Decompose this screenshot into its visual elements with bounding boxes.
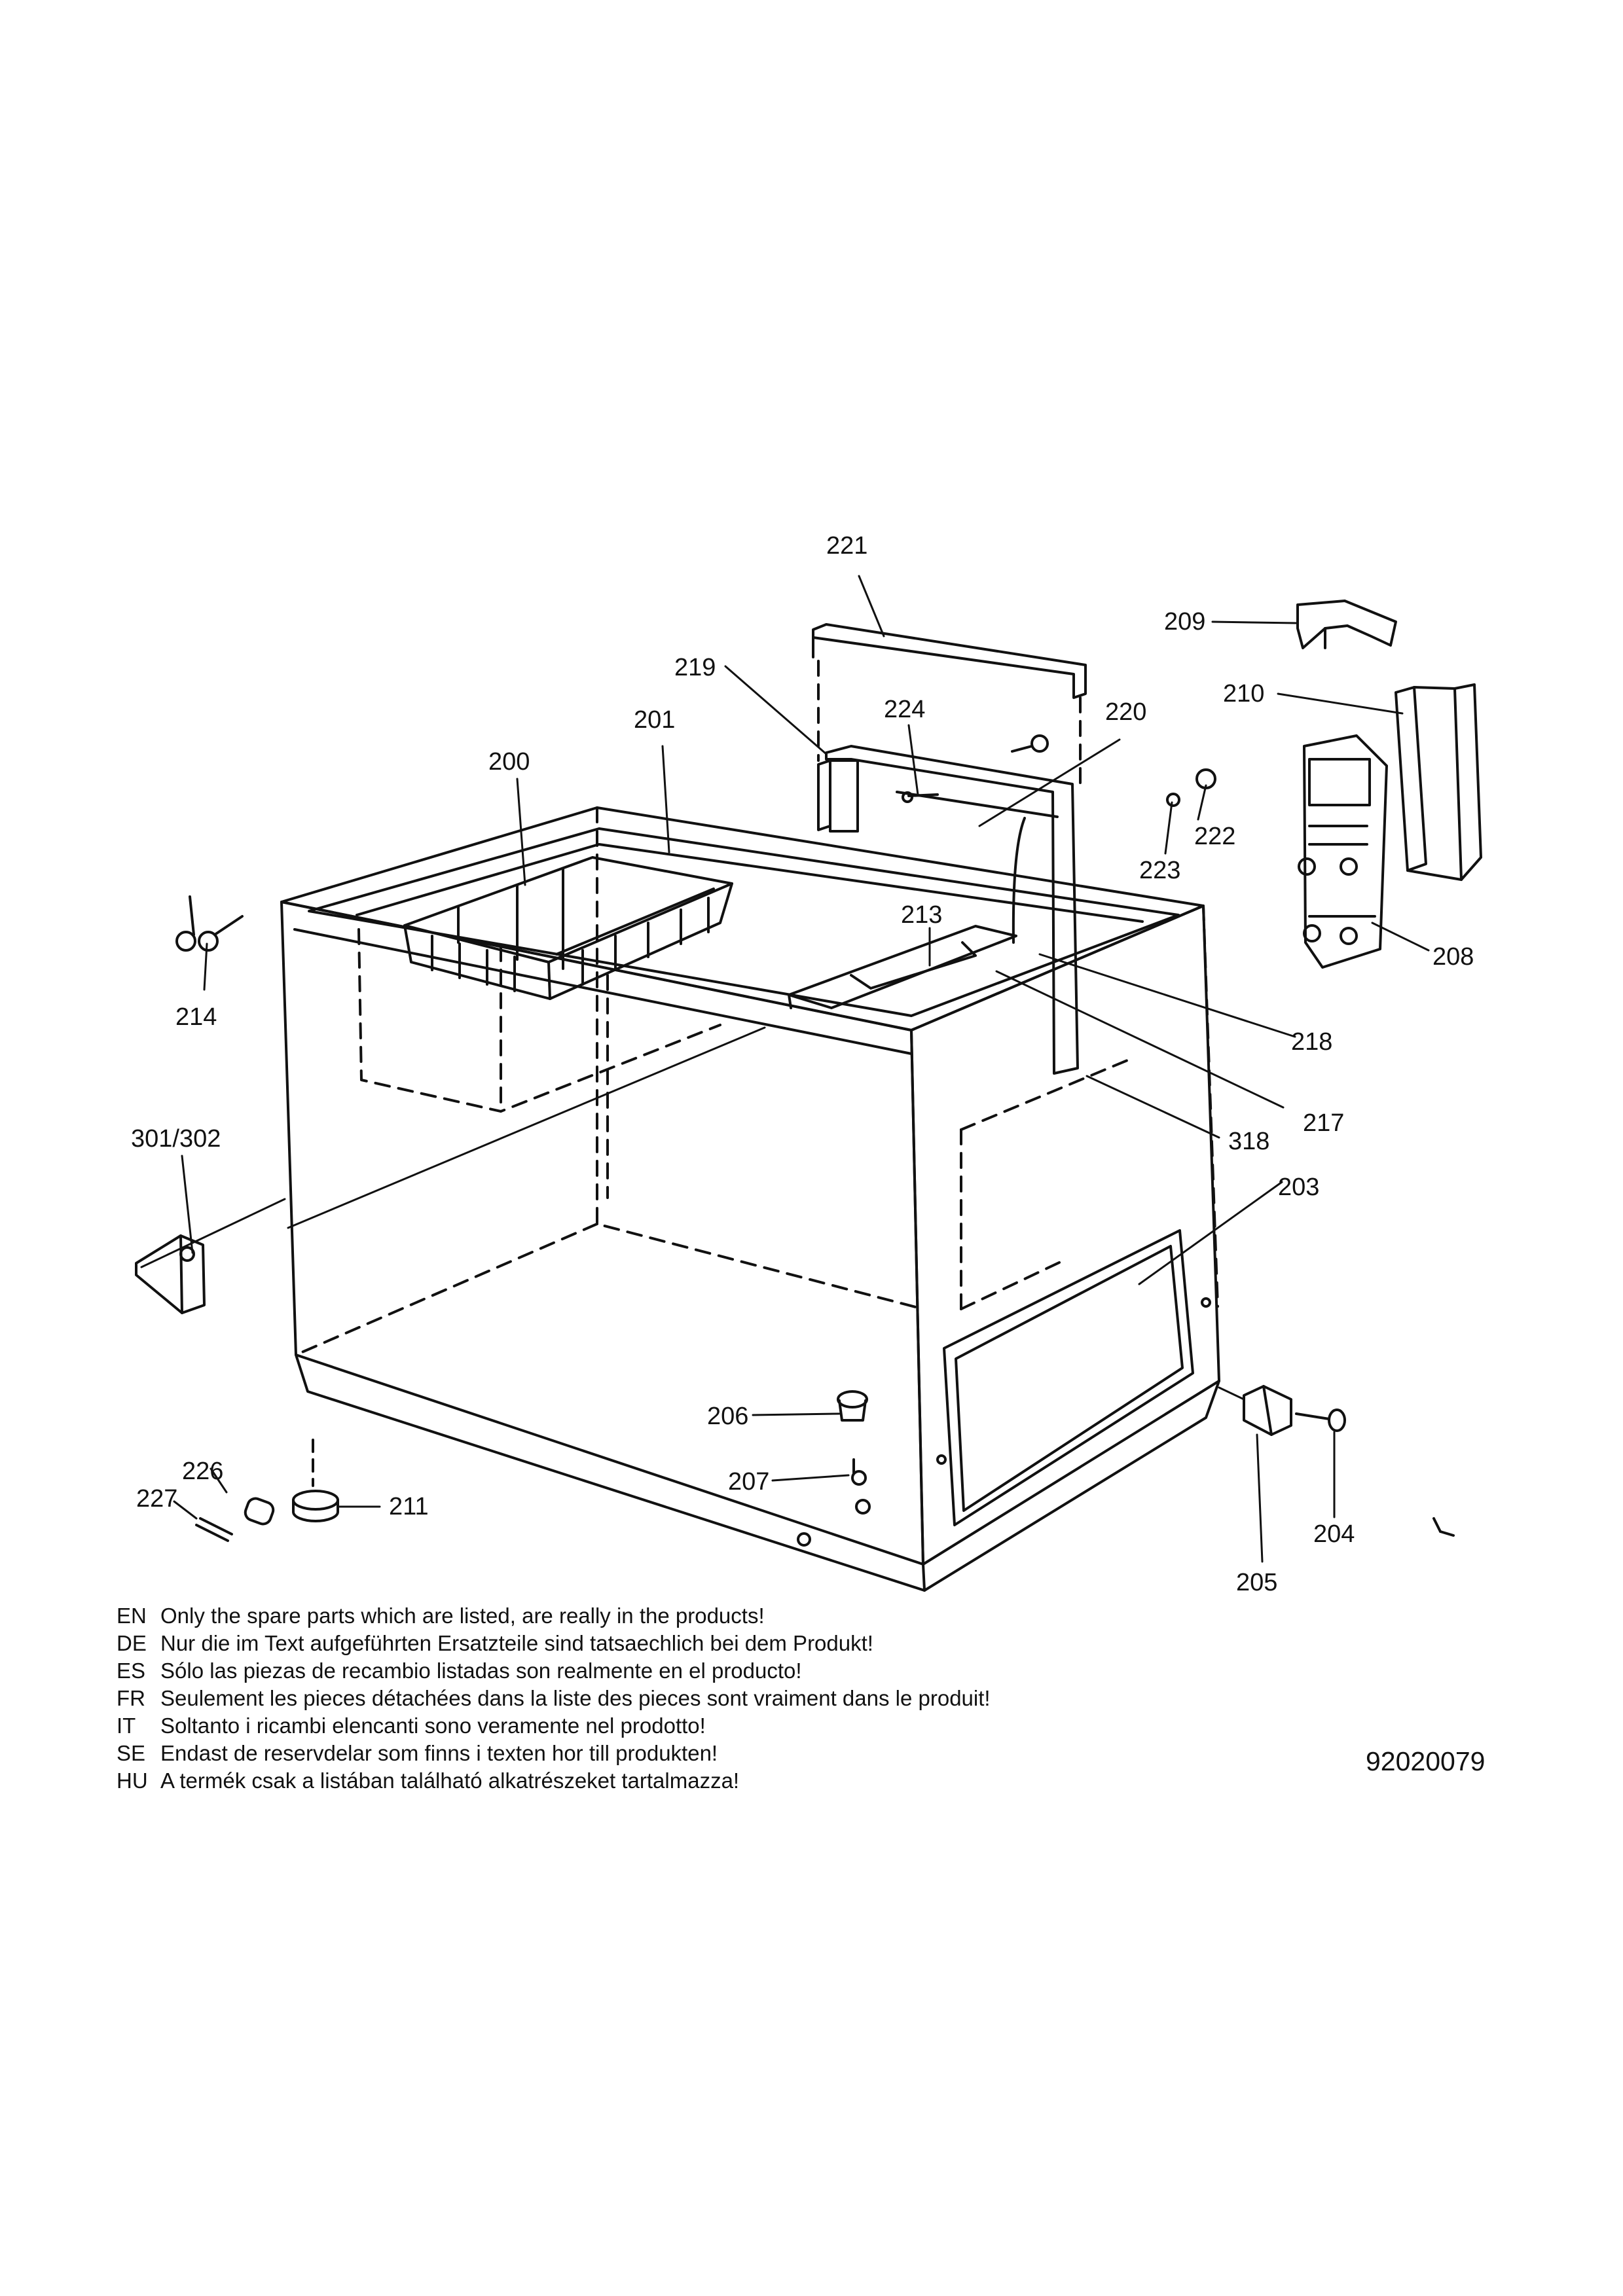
note-text: Sólo las piezas de recambio listadas son… <box>160 1659 802 1683</box>
callout-206: 206 <box>707 1403 748 1430</box>
lock-plate <box>1298 734 1388 969</box>
callout-220: 220 <box>1105 698 1146 726</box>
callout-226: 226 <box>182 1458 223 1485</box>
small-parts <box>195 1439 339 1542</box>
leader-lines <box>140 575 1430 1563</box>
callout-221: 221 <box>826 532 867 560</box>
note-lang: HU <box>117 1768 148 1793</box>
callout-204: 204 <box>1313 1520 1355 1548</box>
note-text: Only the spare parts which are listed, a… <box>160 1604 765 1628</box>
callout-201: 201 <box>634 706 675 734</box>
callout-labels: 221 209 219 224 220 210 201 200 222 223 … <box>131 532 1474 1596</box>
cabinet-body <box>280 806 1220 1592</box>
callout-223: 223 <box>1139 857 1180 884</box>
plugs <box>837 1390 868 1486</box>
note-lang: DE <box>117 1631 147 1655</box>
hinge-pin <box>902 791 939 803</box>
callout-218: 218 <box>1291 1028 1332 1056</box>
lid-screws <box>1011 734 1216 807</box>
note-text: Soltanto i ricambi elencanti sono verame… <box>160 1713 706 1738</box>
note-row-se: SE Endast de reservdelar som finns i tex… <box>117 1740 991 1767</box>
note-row-hu: HU A termék csak a listában található al… <box>117 1767 991 1795</box>
callout-203: 203 <box>1278 1174 1319 1201</box>
note-lang: IT <box>117 1713 136 1738</box>
note-row-fr: FR Seulement les pieces détachées dans l… <box>117 1685 991 1712</box>
note-row-en: EN Only the spare parts which are listed… <box>117 1602 991 1630</box>
callout-200: 200 <box>488 748 530 776</box>
note-lang: FR <box>117 1686 145 1710</box>
note-lang: ES <box>117 1659 146 1683</box>
thermostat-knob <box>1243 1385 1346 1436</box>
callout-222: 222 <box>1194 823 1235 850</box>
keys <box>175 895 244 952</box>
handle-cover <box>1296 600 1397 649</box>
note-text: Endast de reservdelar som finns i texten… <box>160 1741 718 1765</box>
note-text: A termék csak a listában található alkat… <box>160 1768 740 1793</box>
note-lang: SE <box>117 1741 146 1765</box>
basket <box>403 856 733 1000</box>
hinge-holder <box>788 925 1017 1009</box>
lid-frame <box>817 745 1079 1075</box>
lid-profile <box>812 623 1087 793</box>
note-row-it: IT Soltanto i ricambi elencanti sono ver… <box>117 1712 991 1740</box>
callout-217: 217 <box>1303 1109 1344 1137</box>
note-text: Nur die im Text aufgeführten Ersatzteile… <box>160 1631 873 1655</box>
callout-219: 219 <box>674 654 716 681</box>
callout-301-302: 301/302 <box>131 1125 221 1153</box>
callout-207: 207 <box>728 1468 769 1496</box>
callout-208: 208 <box>1432 943 1474 971</box>
callout-224: 224 <box>884 696 925 723</box>
multilingual-notes: EN Only the spare parts which are listed… <box>117 1602 991 1795</box>
callout-211: 211 <box>389 1493 429 1520</box>
callout-227: 227 <box>136 1485 177 1513</box>
callout-318: 318 <box>1228 1128 1269 1155</box>
note-row-de: DE Nur die im Text aufgeführten Ersatzte… <box>117 1630 991 1657</box>
callout-209: 209 <box>1164 608 1205 636</box>
drawing-number: 92020079 <box>1366 1746 1486 1776</box>
callout-214: 214 <box>175 1003 217 1031</box>
callout-213: 213 <box>901 901 942 929</box>
callout-205: 205 <box>1236 1569 1277 1596</box>
note-row-es: ES Sólo las piezas de recambio listadas … <box>117 1657 991 1685</box>
hinge <box>135 1234 206 1314</box>
callout-210: 210 <box>1223 680 1264 708</box>
note-text: Seulement les pieces détachées dans la l… <box>160 1686 991 1710</box>
handle <box>1395 683 1482 881</box>
note-lang: EN <box>117 1604 147 1628</box>
